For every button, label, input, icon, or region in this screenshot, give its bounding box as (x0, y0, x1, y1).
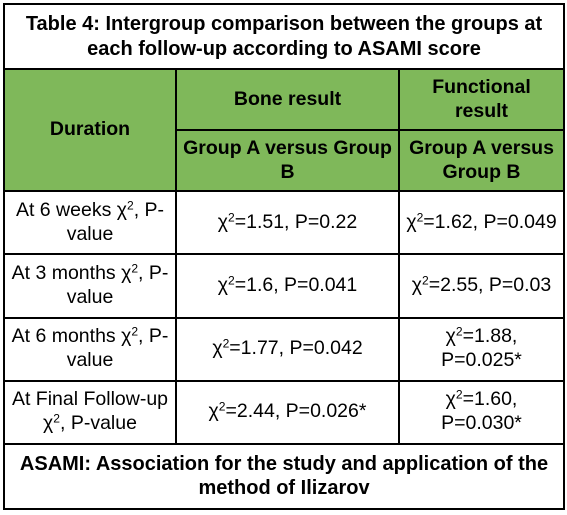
table-footnote-row: ASAMI: Association for the study and app… (3, 442, 565, 511)
row-duration: At 6 weeks χ2, P-value (3, 190, 177, 256)
table-container: Table 4: Intergroup comparison between t… (3, 2, 565, 511)
header-bone-result: Bone result (175, 68, 400, 132)
table-title: Table 4: Intergroup comparison between t… (3, 2, 565, 71)
row-functional-value: χ2=1.60, P=0.030* (398, 379, 565, 445)
header-row-sub: Group A versus Group B Group A versus Gr… (4, 129, 565, 193)
row-functional-value: χ2=2.55, P=0.03 (398, 253, 565, 319)
comparison-table: Table 4: Intergroup comparison between t… (3, 2, 565, 511)
header-row-top: Duration Bone result Functional result (3, 68, 565, 193)
row-duration: At 3 months χ2, P-value (3, 253, 177, 319)
header-duration: Duration (3, 68, 177, 193)
row-bone-value: χ2=1.51, P=0.22 (175, 190, 400, 256)
table-title-row: Table 4: Intergroup comparison between t… (3, 2, 565, 71)
table-row: At 6 weeks χ2, P-value χ2=1.51, P=0.22 χ… (3, 190, 565, 256)
table-row: At Final Follow-up χ2, P-value χ2=2.44, … (3, 379, 565, 445)
row-bone-value: χ2=2.44, P=0.026* (175, 379, 400, 445)
header-bone-subheader: Group A versus Group B (175, 129, 400, 193)
row-duration: At Final Follow-up χ2, P-value (3, 379, 177, 445)
row-functional-value: χ2=1.62, P=0.049 (398, 190, 565, 256)
row-bone-value: χ2=1.6, P=0.041 (175, 253, 400, 319)
table-row: At 6 months χ2, P-value χ2=1.77, P=0.042… (3, 316, 565, 382)
row-duration: At 6 months χ2, P-value (3, 316, 177, 382)
row-functional-value: χ2=1.88, P=0.025* (398, 316, 565, 382)
header-functional-subheader: Group A versus Group B (398, 129, 565, 193)
header-functional-result: Functional result (398, 68, 565, 132)
row-bone-value: χ2=1.77, P=0.042 (175, 316, 400, 382)
table-footnote: ASAMI: Association for the study and app… (3, 442, 565, 511)
table-row: At 3 months χ2, P-value χ2=1.6, P=0.041 … (3, 253, 565, 319)
